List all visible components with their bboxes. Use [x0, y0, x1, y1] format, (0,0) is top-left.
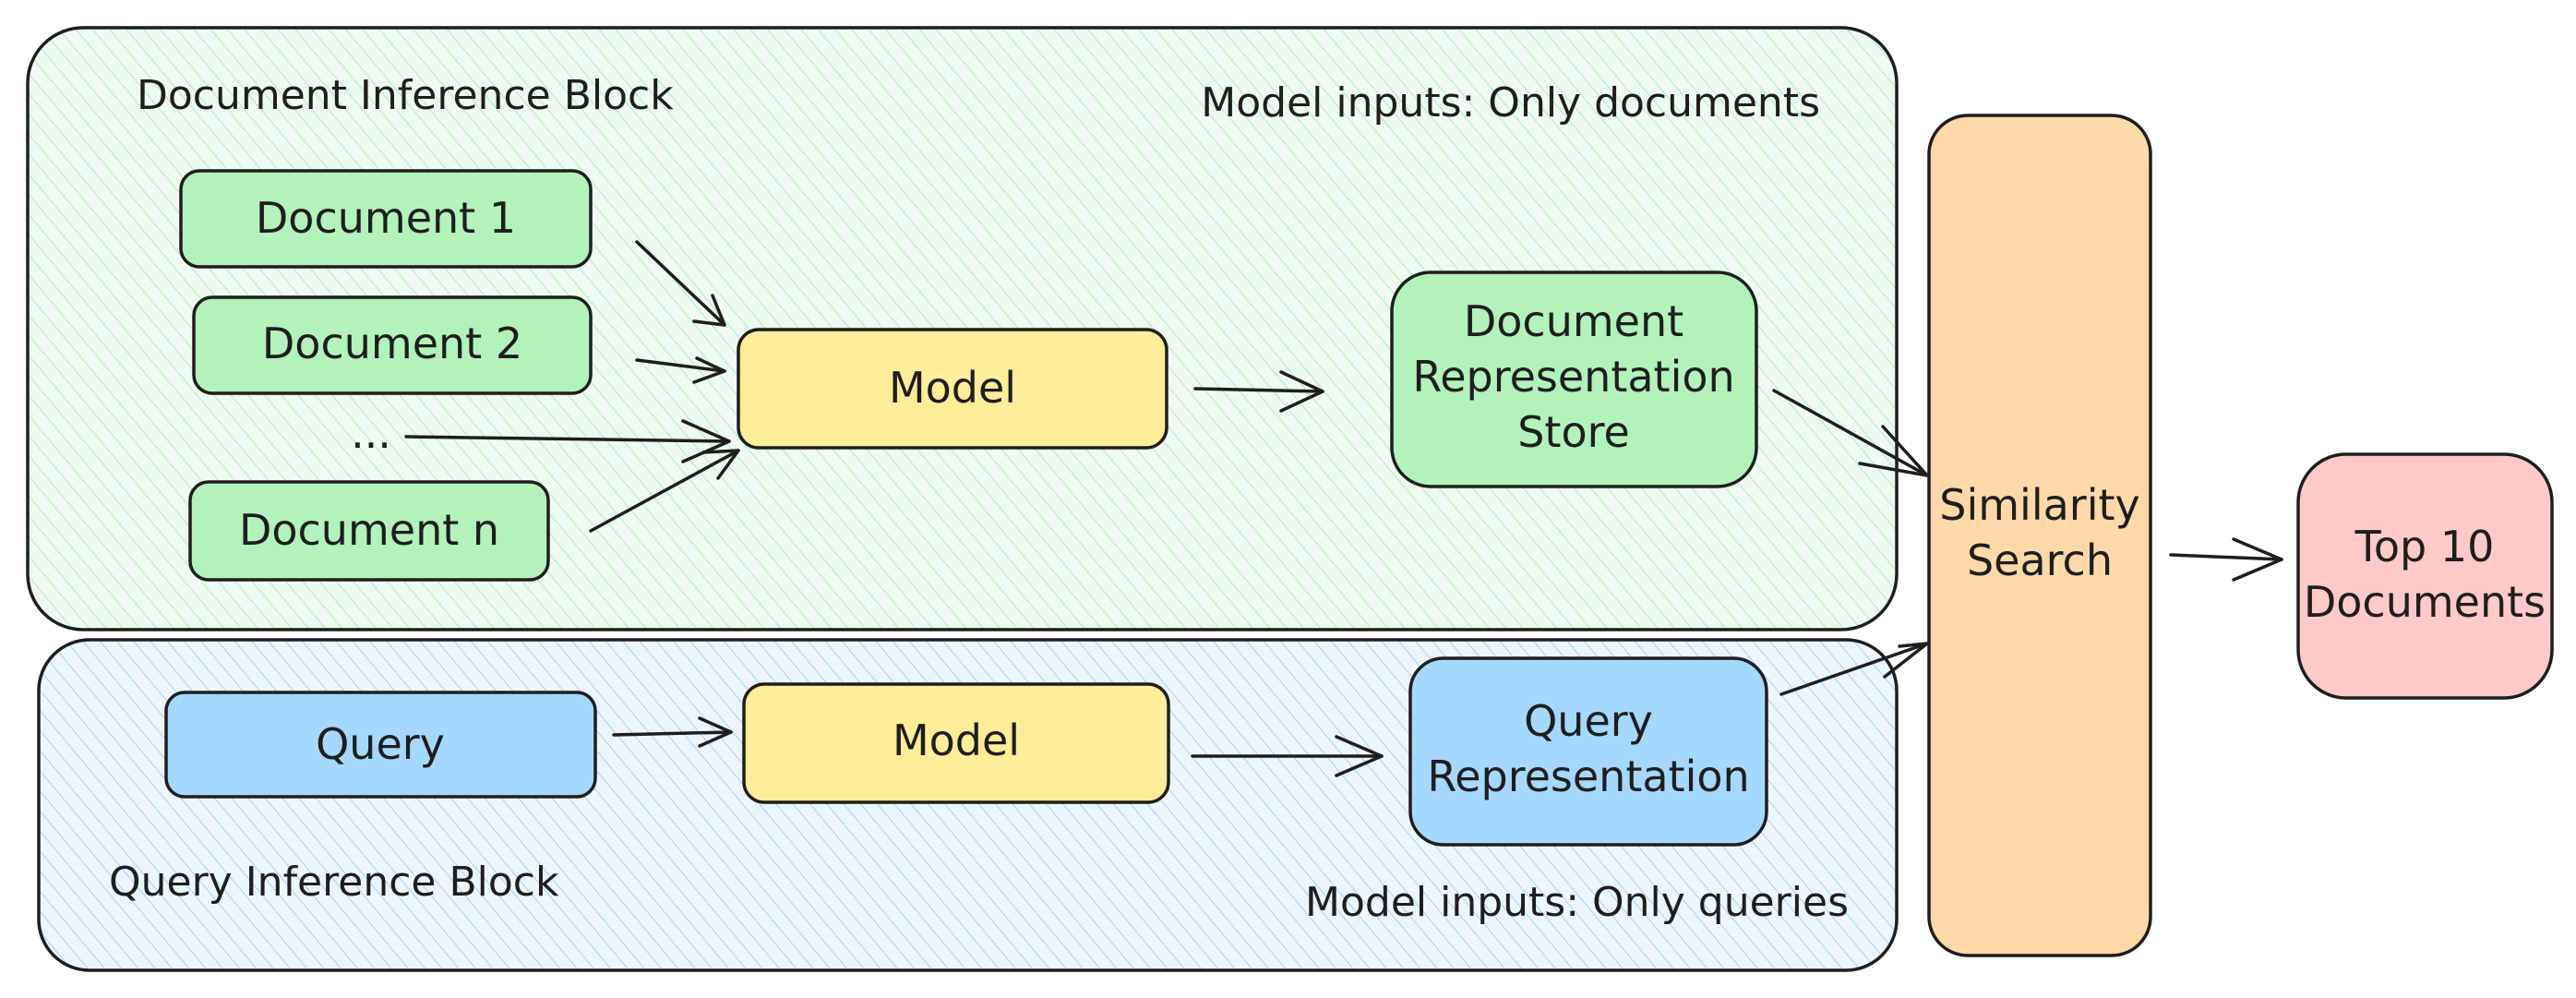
arrow-document-1-to-model	[635, 240, 726, 327]
arrow-document-2-to-model	[635, 356, 726, 384]
query-representation-line-1: Query	[1524, 696, 1653, 746]
document-n-box: Document n	[188, 480, 550, 582]
document-block-note: Model inputs: Only documents	[1201, 79, 1820, 126]
similarity-line-1: Similarity	[1939, 480, 2140, 530]
arrow-document-n-to-model	[589, 449, 740, 533]
query-model-label: Model	[893, 715, 1020, 765]
document-1-label: Document 1	[256, 193, 516, 243]
query-model-box: Model	[742, 682, 1170, 804]
query-box: Query	[164, 691, 597, 799]
arrow-similarity-to-results	[2169, 537, 2283, 582]
document-model-box: Model	[737, 328, 1168, 450]
store-line-3: Store	[1517, 407, 1630, 457]
store-line-2: Representation	[1412, 352, 1734, 402]
arrow-model-to-query-representation	[1191, 735, 1384, 777]
similarity-line-2: Search	[1967, 535, 2113, 585]
arrow-store-to-similarity	[1772, 389, 1929, 477]
query-label: Query	[316, 719, 445, 769]
store-line-1: Document	[1464, 296, 1683, 346]
query-representation-box: Query Representation	[1408, 656, 1768, 847]
result-line-2: Documents	[2304, 577, 2546, 627]
arrow-query-to-model	[612, 716, 733, 748]
similarity-search-box: Similarity Search	[1927, 114, 2152, 957]
document-2-box: Document 2	[192, 295, 593, 395]
arrow-model-to-store	[1193, 370, 1324, 413]
document-n-label: Document n	[239, 505, 499, 555]
top-10-documents-box: Top 10 Documents	[2296, 452, 2554, 700]
document-model-label: Model	[889, 363, 1016, 413]
document-2-label: Document 2	[262, 319, 522, 368]
document-block-title: Document Inference Block	[137, 72, 674, 119]
document-ellipsis: ...	[351, 408, 391, 458]
query-block-note: Model inputs: Only queries	[1305, 879, 1849, 926]
arrow-query-representation-to-similarity	[1779, 642, 1929, 696]
query-block-title: Query Inference Block	[109, 859, 559, 906]
document-1-box: Document 1	[179, 169, 593, 269]
result-line-1: Top 10	[2354, 522, 2495, 571]
arrow-ellipsis-to-model	[404, 419, 731, 463]
document-representation-store-box: Document Representation Store	[1390, 271, 1758, 488]
query-representation-line-2: Representation	[1427, 752, 1749, 801]
